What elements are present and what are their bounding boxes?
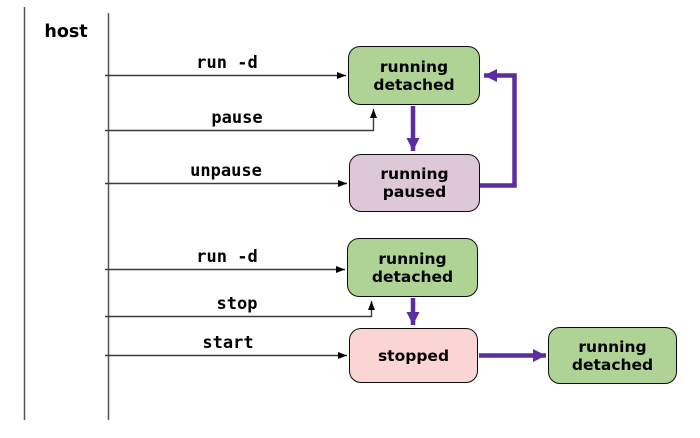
state-box-running-detached-2: running detached bbox=[347, 238, 478, 297]
command-label-start: start bbox=[202, 333, 254, 353]
transition-paused-to-detached bbox=[479, 69, 517, 188]
host-label: host bbox=[44, 22, 88, 42]
command-label-run-d-top: run -d bbox=[196, 53, 258, 73]
state-box-running-detached-3: running detached bbox=[548, 327, 677, 384]
command-label-unpause: unpause bbox=[190, 161, 262, 181]
command-label-pause: pause bbox=[211, 108, 263, 128]
state-box-running-detached-1: running detached bbox=[348, 46, 480, 105]
command-label-run-d-middle: run -d bbox=[196, 247, 258, 267]
command-label-stop: stop bbox=[216, 294, 258, 314]
state-box-running-paused: running paused bbox=[349, 154, 480, 212]
arrow-pause bbox=[105, 109, 377, 132]
state-box-stopped: stopped bbox=[349, 328, 478, 383]
arrow-stop bbox=[105, 301, 375, 318]
